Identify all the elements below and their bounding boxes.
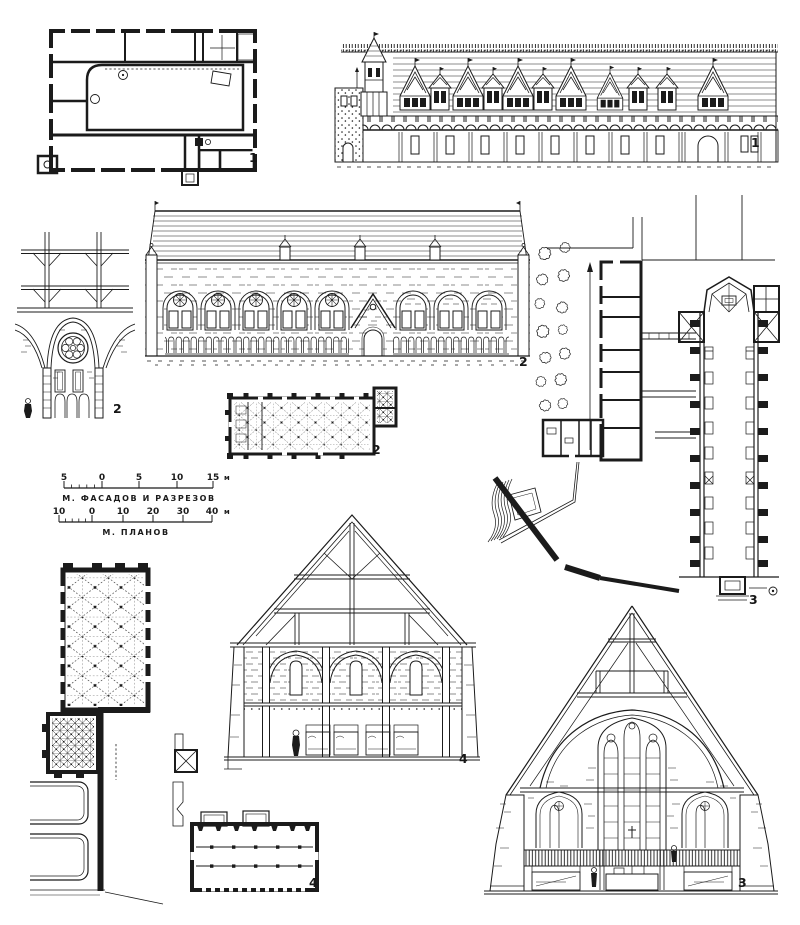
fig-label-plan4: 4 [309, 875, 318, 890]
svg-text:5: 5 [136, 473, 142, 483]
beds [704, 346, 755, 560]
roof-vents [278, 235, 442, 261]
door-gaps [48, 28, 258, 173]
section-fragment-fig2 [15, 232, 135, 419]
facade-elevation-fig2 [145, 201, 530, 366]
svg-text:0: 0 [99, 473, 105, 483]
scale-bars: 5 0 5 10 15 м М. ФАСАДОВ И РАЗРЕЗОВ 10 0… [53, 473, 230, 537]
svg-text:м: м [224, 508, 230, 516]
stair-turret [334, 32, 388, 163]
side-windows [535, 791, 729, 848]
splayed-openings [196, 822, 312, 831]
figures [591, 845, 677, 887]
fig-label-section3: 3 [738, 875, 747, 890]
hospital-hall [678, 276, 780, 601]
svg-text:М. ПЛАНОВ: М. ПЛАНОВ [102, 528, 169, 537]
floor-plan-bottom-left [30, 563, 198, 905]
buttresses [225, 393, 369, 459]
human-figure [292, 729, 300, 756]
scale-plans: 10 0 10 20 30 40 м М. ПЛАНОВ [53, 507, 230, 537]
site-plan-fig3 [487, 195, 780, 601]
trees [534, 240, 573, 414]
svg-text:М. ФАСАДОВ И РАЗРЕЗОВ: М. ФАСАДОВ И РАЗРЕЗОВ [62, 494, 216, 503]
fig-label-facade2: 2 [519, 354, 528, 369]
altar [605, 865, 659, 891]
svg-text:10: 10 [53, 507, 66, 517]
fig-label-fragment2: 2 [113, 401, 122, 416]
entrance-portal [350, 292, 396, 357]
central-window [597, 717, 667, 850]
fig-label-plan2: 2 [372, 442, 381, 457]
service-wing [541, 418, 605, 458]
svg-text:м: м [224, 474, 230, 482]
beds [531, 865, 733, 891]
cross-section-fig3 [484, 605, 778, 895]
svg-text:15: 15 [207, 473, 220, 483]
road [487, 478, 513, 543]
floor-plan-fig1 [36, 28, 258, 186]
rosette-arches [162, 290, 350, 331]
svg-text:40: 40 [206, 507, 219, 517]
svg-text:5: 5 [61, 473, 67, 483]
scale-facades: 5 0 5 10 15 м М. ФАСАДОВ И РАЗРЕЗОВ [61, 473, 230, 503]
beds [305, 724, 419, 756]
fig-label-plan1: 1 [249, 150, 258, 165]
cross-section-fig4 [224, 514, 480, 770]
svg-text:0: 0 [89, 507, 95, 517]
floor-plan-fig2 [225, 386, 398, 459]
svg-text:10: 10 [117, 507, 130, 517]
fig-label-facade1: 1 [751, 135, 760, 150]
svg-text:20: 20 [147, 507, 160, 517]
fig-label-section4: 4 [459, 751, 468, 766]
floor-plan-fig4 [190, 810, 319, 892]
ground-floor-openings [398, 132, 762, 163]
fig-label-siteplan3: 3 [749, 592, 758, 607]
svg-text:30: 30 [177, 507, 190, 517]
svg-text:10: 10 [171, 473, 184, 483]
human-figure [24, 398, 32, 418]
garden-beds [30, 781, 89, 881]
facade-elevation-fig1 [334, 32, 779, 168]
plain-arches [395, 290, 507, 331]
dormitory-wing [599, 260, 643, 462]
